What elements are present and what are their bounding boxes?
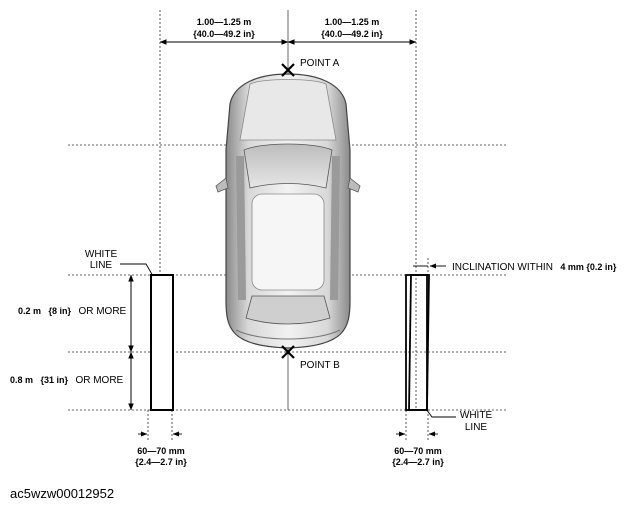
vertical-lower-label: 0.8 m {31 in} OR MORE	[10, 370, 124, 387]
board-width-left-metric: 60—70 mm	[137, 446, 185, 456]
white-line-board-left	[150, 274, 174, 411]
car-windshield	[243, 143, 333, 189]
white-line-board-right-inclined	[408, 274, 430, 411]
mirror-right-icon	[347, 177, 361, 193]
vertical-upper-metric: 0.2 m	[18, 306, 41, 316]
white-line-right-leader	[425, 408, 456, 418]
car-roof	[251, 193, 325, 291]
white-line-left-label-2: LINE	[90, 260, 113, 271]
car-side-window-right	[330, 156, 340, 300]
car-rear-bumper	[235, 329, 341, 340]
car-rear-window	[245, 295, 331, 325]
board-width-right-imperial: {2.4—2.7 in}	[392, 457, 444, 467]
mirror-left-icon	[215, 177, 229, 193]
figure-id: ac5wzw00012952	[10, 486, 114, 501]
white-line-right-label-2: LINE	[465, 422, 488, 433]
point-b-marker-icon	[281, 345, 295, 359]
vertical-upper-suffix: OR MORE	[78, 306, 126, 317]
vertical-lower-suffix: OR MORE	[75, 375, 123, 386]
vertical-upper-imperial: {8 in}	[48, 306, 71, 316]
width-left-imperial: {40.0—49.2 in}	[193, 29, 255, 39]
inclination-prefix: INCLINATION WITHIN	[452, 262, 553, 273]
point-b-label: POINT B	[300, 360, 340, 371]
car-side-window-left	[236, 156, 246, 300]
board-width-right-metric: 60—70 mm	[394, 446, 442, 456]
vertical-upper-label: 0.2 m {8 in} OR MORE	[18, 301, 127, 318]
point-a-marker-icon	[281, 63, 295, 77]
car-top-view	[215, 73, 361, 349]
board-width-left-imperial: {2.4—2.7 in}	[135, 457, 187, 467]
vertical-lower-imperial: {31 in}	[40, 375, 68, 385]
vertical-lower-metric: 0.8 m	[10, 375, 33, 385]
inclination-value: 4 mm {0.2 in}	[560, 262, 617, 272]
width-left-metric: 1.00—1.25 m	[197, 17, 252, 27]
car-hood	[239, 79, 337, 141]
width-right-metric: 1.00—1.25 m	[325, 17, 380, 27]
white-line-right-label-1: WHITE	[460, 410, 493, 421]
point-a-label: POINT A	[300, 58, 340, 69]
inclination-label: INCLINATION WITHIN 4 mm {0.2 in}	[452, 257, 617, 274]
white-line-left-leader	[120, 263, 154, 277]
width-right-imperial: {40.0—49.2 in}	[321, 29, 383, 39]
white-line-left-label-1: WHITE	[85, 249, 118, 260]
